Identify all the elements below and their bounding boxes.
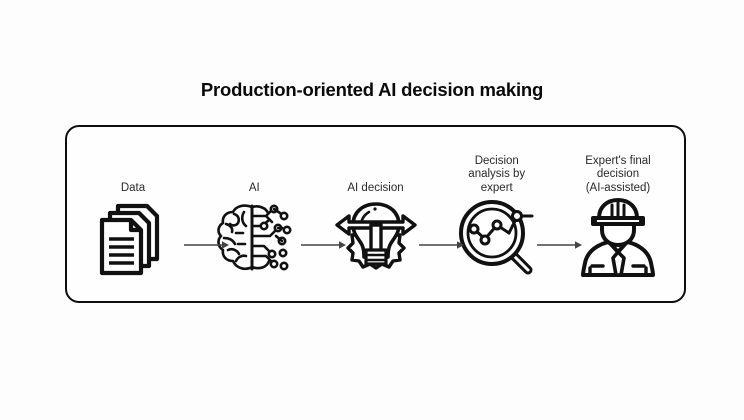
stage-label-data: Data: [120, 181, 146, 194]
stage-label-decision-analysis: Decision analysis by expert: [468, 154, 526, 194]
flow-stage-ai[interactable]: AI: [202, 127, 306, 301]
stage-label-wrap: Expert's final decision (AI-assisted): [566, 143, 670, 195]
expert-hardhat-person-icon: [575, 195, 661, 281]
magnifier-chart-icon: [454, 195, 540, 281]
arrow-ai-decision-to-analysis: [419, 239, 465, 251]
stage-label-wrap: Data: [81, 143, 185, 195]
process-flow-container: Data: [65, 125, 686, 303]
stage-label-wrap: AI decision: [324, 143, 428, 195]
brain-circuit-icon: [211, 195, 297, 281]
stage-label-wrap: AI: [202, 143, 306, 195]
arrow-analysis-to-expert: [537, 239, 583, 251]
stage-label-wrap: Decision analysis by expert: [445, 143, 549, 195]
arrow-data-to-ai: [184, 239, 230, 251]
flow-stage-ai-decision[interactable]: AI decision: [324, 127, 428, 301]
documents-stack-icon: [90, 195, 176, 281]
flow-stage-expert-final-decision[interactable]: Expert's final decision (AI-assisted): [566, 127, 670, 301]
stage-label-ai: AI: [248, 181, 260, 194]
arrow-ai-to-ai-decision: [301, 239, 347, 251]
stage-label-expert-final-decision: Expert's final decision (AI-assisted): [585, 154, 651, 194]
lightbulb-gear-arrows-icon: [333, 195, 419, 281]
page-title: Production-oriented AI decision making: [200, 79, 544, 100]
process-flow-row: Data: [67, 127, 684, 301]
stage-label-ai-decision: AI decision: [347, 181, 404, 194]
flow-stage-data[interactable]: Data: [81, 127, 185, 301]
flow-stage-decision-analysis[interactable]: Decision analysis by expert: [445, 127, 549, 301]
